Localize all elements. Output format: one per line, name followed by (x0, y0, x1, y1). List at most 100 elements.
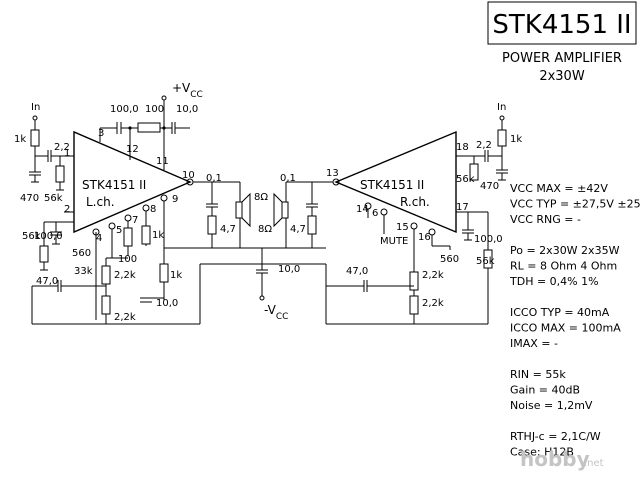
left-input-terminal (32, 115, 38, 121)
mute-label: MUTE (380, 236, 408, 247)
label-1k-left: 1k (14, 134, 26, 145)
watermark-text: hobby (520, 447, 590, 471)
watermark: hobby .net (520, 447, 604, 471)
label-10-0-vcc: 10,0 (176, 104, 198, 115)
label-100-0-boot: 100,0 (110, 104, 139, 115)
spec-row-17: Case: H12B (510, 446, 574, 459)
label-10-0-left: 10,0 (156, 298, 178, 309)
label-560-left: 560 (72, 248, 91, 259)
label-56k-right: 56k (456, 174, 475, 185)
neg-vcc-label: -VCC (264, 303, 288, 322)
resistor-4-7-right (307, 215, 317, 235)
pin-6: 6 (372, 208, 378, 219)
right-chip-name: STK4151 II (360, 178, 424, 192)
pin-14: 14 (356, 204, 369, 215)
label-56k-left: 56k (44, 193, 63, 204)
resistor-100-boot (137, 122, 161, 133)
resistor-2-2k-right-b (409, 295, 419, 315)
pin-13: 13 (326, 168, 339, 179)
pin-7: 7 (132, 215, 138, 226)
pin-9: 9 (172, 194, 178, 205)
title-frame (487, 1, 637, 45)
label-2-2k-left-b: 2,2k (114, 312, 136, 323)
resistor-56k-right (469, 163, 479, 181)
spec-row-16: RTHJ-c = 2,1C/W (510, 430, 601, 443)
resistor-56k-left-2 (39, 245, 49, 263)
label-2-2k-left-a: 2,2k (114, 270, 136, 281)
label-1k-left-b: 1k (170, 270, 182, 281)
label-100-boot: 100 (145, 104, 164, 115)
spec-row-8: ICCO TYP = 40mA (510, 306, 610, 319)
spec-row-10: IMAX = - (510, 337, 558, 350)
pin-3: 3 (98, 128, 104, 139)
label-4-7-left: 4,7 (220, 224, 236, 235)
right-channel: STK4151 II R.ch. MUTE 13 14 6 15 16 17 1… (258, 102, 522, 325)
label-8ohm-right: 8Ω (258, 224, 272, 235)
speaker-right (281, 201, 289, 219)
resistor-1k-left-b (159, 263, 169, 283)
label-47-0-left: 47,0 (36, 276, 58, 287)
right-channel-label: R.ch. (400, 195, 430, 209)
neg-vcc-terminal (259, 295, 265, 301)
label-0-1-right: 0,1 (280, 173, 296, 184)
spec-row-4: Po = 2x30W 2x35W (510, 244, 620, 257)
spec-row-0: VCC MAX = ±42V (510, 182, 608, 195)
pin-12: 12 (126, 144, 139, 155)
spec-row-5: RL = 8 Ohm 4 Ohm (510, 260, 617, 273)
resistor-2-2k-right-a (409, 271, 419, 291)
pin-16: 16 (418, 232, 431, 243)
speaker-left (235, 201, 243, 219)
label-47-0-right: 47,0 (346, 266, 368, 277)
label-1k-left-a: 1k (152, 230, 164, 241)
label-2-2-right: 2,2 (476, 140, 492, 151)
center-supply: 10,0 -VCC (199, 248, 326, 324)
label-2-2k-right-b: 2,2k (422, 298, 444, 309)
vcc-terminal (161, 95, 167, 101)
vcc-label: +VCC (172, 81, 203, 100)
label-10-0-neg: 10,0 (278, 264, 300, 275)
label-1k-right: 1k (510, 134, 522, 145)
resistor-56k-left (55, 165, 65, 183)
label-4-7-right: 4,7 (290, 224, 306, 235)
label-2-2k-right-a: 2,2k (422, 270, 444, 281)
title-block: STK4151 II POWER AMPLIFIER 2x30W (487, 1, 637, 84)
label-8ohm-left: 8Ω (254, 192, 268, 203)
watermark-suffix: .net (584, 458, 604, 469)
spec-row-12: RIN = 55k (510, 368, 566, 381)
right-input-terminal (499, 115, 505, 121)
spec-row-1: VCC TYP = ±27,5V ±25V (510, 198, 640, 211)
left-channel-label: L.ch. (86, 195, 115, 209)
spec-row-9: ICCO MAX = 100mA (510, 322, 621, 335)
left-input-label: In (31, 102, 40, 113)
left-chip-name: STK4151 II (82, 178, 146, 192)
pin-18: 18 (456, 142, 469, 153)
label-2-2-left: 2,2 (54, 142, 70, 153)
left-amp-triangle (73, 130, 192, 234)
pin-4: 4 (96, 233, 102, 244)
label-0-1-left: 0,1 (206, 173, 222, 184)
label-470-right: 470 (480, 181, 499, 192)
spec-row-13: Gain = 40dB (510, 384, 580, 397)
pin-15: 15 (396, 222, 409, 233)
pin-10: 10 (182, 170, 195, 181)
label-100-left: 100 (118, 254, 137, 265)
resistor-1k-left-a (141, 225, 151, 245)
spec-list: VCC MAX = ±42V VCC TYP = ±27,5V ±25V VCC R… (509, 182, 640, 459)
pin-2: 2 (64, 204, 70, 215)
right-input-label: In (497, 102, 506, 113)
right-amp-triangle (334, 130, 457, 234)
resistor-1k-right (497, 129, 507, 147)
pin-11: 11 (156, 156, 169, 167)
spec-row-6: TDH = 0,4% 1% (509, 275, 599, 288)
spec-row-2: VCC RNG = - (510, 213, 581, 226)
pin-5: 5 (116, 225, 122, 236)
title: STK4151 II (492, 10, 631, 40)
label-56k-left-2: 56k (22, 231, 41, 242)
resistor-1k-left (30, 129, 40, 147)
label-56k-right-2: 56k (476, 256, 495, 267)
resistor-100-left (123, 227, 133, 247)
pin-17: 17 (456, 202, 469, 213)
subtitle-power: 2x30W (539, 69, 585, 84)
pin-1: 1 (64, 148, 70, 159)
